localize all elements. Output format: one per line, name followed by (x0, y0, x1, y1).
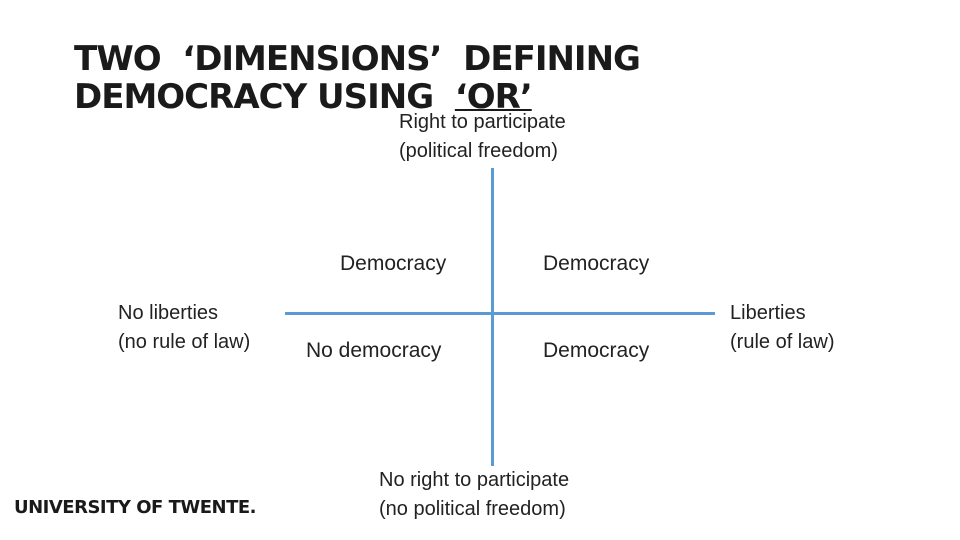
vertical-axis (491, 168, 494, 466)
axis-label-top-line-1: Right to participate (399, 111, 566, 133)
quadrant-top-right: Democracy (543, 252, 650, 275)
axis-label-top: Right to participate (political freedom) (399, 108, 566, 166)
title-line-2-prefix: DEMOCRACY USING (74, 77, 455, 117)
quadrant-top-left: Democracy (340, 252, 447, 275)
axis-label-left-line-2: (no rule of law) (118, 331, 251, 353)
axis-label-top-line-2: (political freedom) (399, 140, 558, 162)
title-line-2: DEMOCRACY USING ‘OR’ (74, 78, 714, 116)
axis-label-right: Liberties (rule of law) (730, 299, 834, 357)
axis-label-left-line-1: No liberties (118, 302, 219, 324)
axis-label-bottom-line-2: (no political freedom) (379, 498, 566, 520)
quadrant-bottom-left: No democracy (306, 339, 442, 362)
quadrant-bottom-right: Democracy (543, 339, 650, 362)
axis-label-left: No liberties (no rule of law) (118, 299, 250, 357)
title-or-underlined: ‘OR’ (454, 77, 533, 117)
horizontal-axis (285, 312, 715, 315)
axis-label-bottom-line-1: No right to participate (379, 469, 570, 491)
axis-label-right-line-2: (rule of law) (730, 331, 835, 353)
title-line-1: TWO ‘DIMENSIONS’ DEFINING (74, 39, 641, 79)
slide-title: TWO ‘DIMENSIONS’ DEFINING DEMOCRACY USIN… (74, 40, 714, 116)
axis-label-right-line-1: Liberties (730, 302, 806, 324)
axis-label-bottom: No right to participate (no political fr… (379, 466, 569, 524)
university-logo: UNIVERSITY OF TWENTE. (14, 497, 256, 518)
